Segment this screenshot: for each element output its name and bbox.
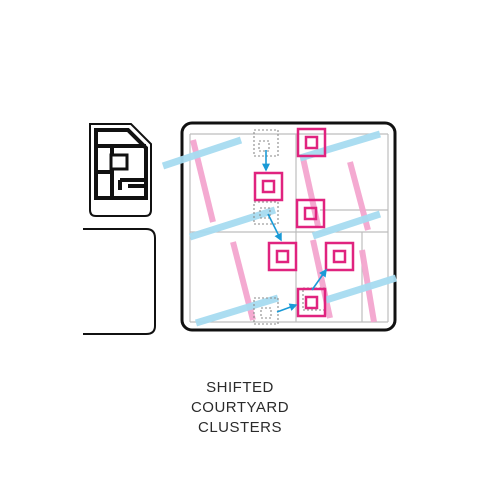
- diagram-caption: SHIFTED COURTYARD CLUSTERS: [0, 378, 480, 438]
- courtyard-square: [324, 241, 355, 272]
- site-plan-icon: [161, 121, 398, 332]
- blank-card-icon: [83, 228, 156, 335]
- courtyard-square: [295, 198, 326, 229]
- caption-line-1: SHIFTED: [206, 379, 274, 396]
- caption-line-3: CLUSTERS: [197, 419, 283, 436]
- courtyard-square: [296, 127, 327, 158]
- caption-line-2: COURTYARD: [190, 399, 290, 416]
- shift-arrows: [262, 150, 327, 313]
- blue-bands: [161, 130, 398, 327]
- courtyard-square: [296, 287, 327, 318]
- courtyard-square: [267, 241, 298, 272]
- courtyard-square: [253, 171, 284, 202]
- document-plan-icon: [89, 123, 152, 217]
- magenta-courtyards: [253, 127, 355, 318]
